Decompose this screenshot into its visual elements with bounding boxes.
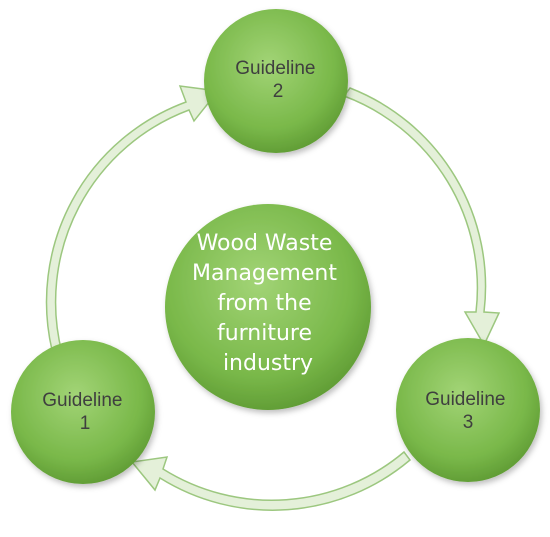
node-guideline-3 — [396, 338, 540, 482]
node-1-line-1: Guideline — [42, 390, 122, 411]
center-line-2: Management — [192, 261, 337, 286]
center-line-4: furniture — [217, 321, 312, 346]
node-label-2: Guideline 2 — [235, 58, 321, 102]
node-3-line-2: 3 — [463, 412, 474, 433]
node-label-1: Guideline 1 — [42, 390, 128, 434]
node-1-line-2: 1 — [80, 413, 91, 434]
node-circle-2 — [204, 9, 348, 153]
node-3-line-1: Guideline — [425, 389, 505, 410]
center-line-5: industry — [223, 351, 313, 376]
node-guideline-2 — [204, 9, 348, 153]
arrow-guideline-3-to-1 — [130, 450, 412, 511]
node-2-line-1: Guideline — [235, 58, 315, 79]
center-line-3: from the — [217, 291, 311, 316]
node-2-line-2: 2 — [273, 81, 284, 102]
arrow-guideline-1-to-2 — [45, 85, 220, 355]
node-circle-3 — [396, 338, 540, 482]
node-label-3: Guideline 3 — [425, 389, 511, 433]
center-circle — [165, 204, 371, 410]
node-circle-1 — [11, 340, 155, 484]
center-node — [165, 204, 371, 410]
node-guideline-1 — [11, 340, 155, 484]
center-label: Wood Waste Management from the furniture… — [192, 231, 344, 376]
center-line-1: Wood Waste — [197, 231, 333, 256]
